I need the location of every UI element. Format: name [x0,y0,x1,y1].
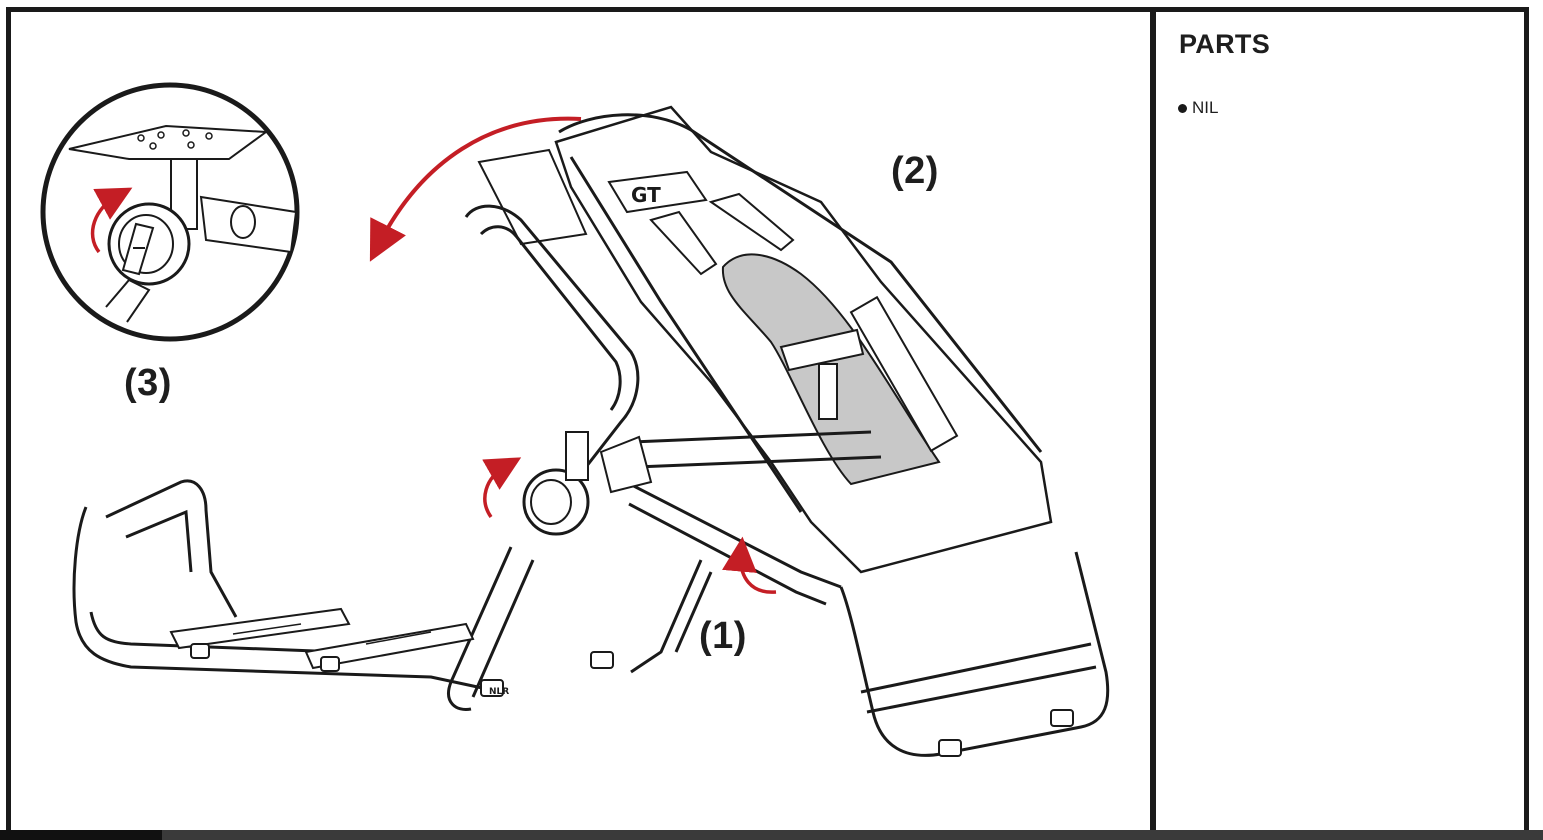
page-frame [6,7,1529,840]
detail-callout-circle [40,82,300,342]
assembly-illustration: GT [11,12,1150,830]
pedal-plates [169,607,475,670]
lift-arrow [722,536,777,594]
main-clamp-knob [522,431,653,536]
parts-item-label: NIL [1192,98,1219,117]
step-label-2: (2) [891,150,939,192]
bottom-bar-accent [0,830,162,840]
bottom-bar [0,830,1543,840]
rotate-arrow-knob [482,457,522,519]
parts-panel: PARTS NIL [1156,12,1524,830]
seat-logo: GT [631,183,661,207]
seat-back: GT [477,105,1053,574]
tube-marking: NLR [489,687,509,697]
parts-list-item: NIL [1178,98,1218,118]
panel-divider [1150,7,1156,840]
parts-list: NIL [1178,98,1218,118]
frame-tubes [72,204,1110,757]
fold-arrow [369,116,582,262]
step-label-3: (3) [124,362,172,404]
step-label-1: (1) [699,615,747,657]
frame-feet [190,643,1074,757]
parts-title: PARTS [1179,29,1271,59]
bullet-icon [1178,103,1187,113]
